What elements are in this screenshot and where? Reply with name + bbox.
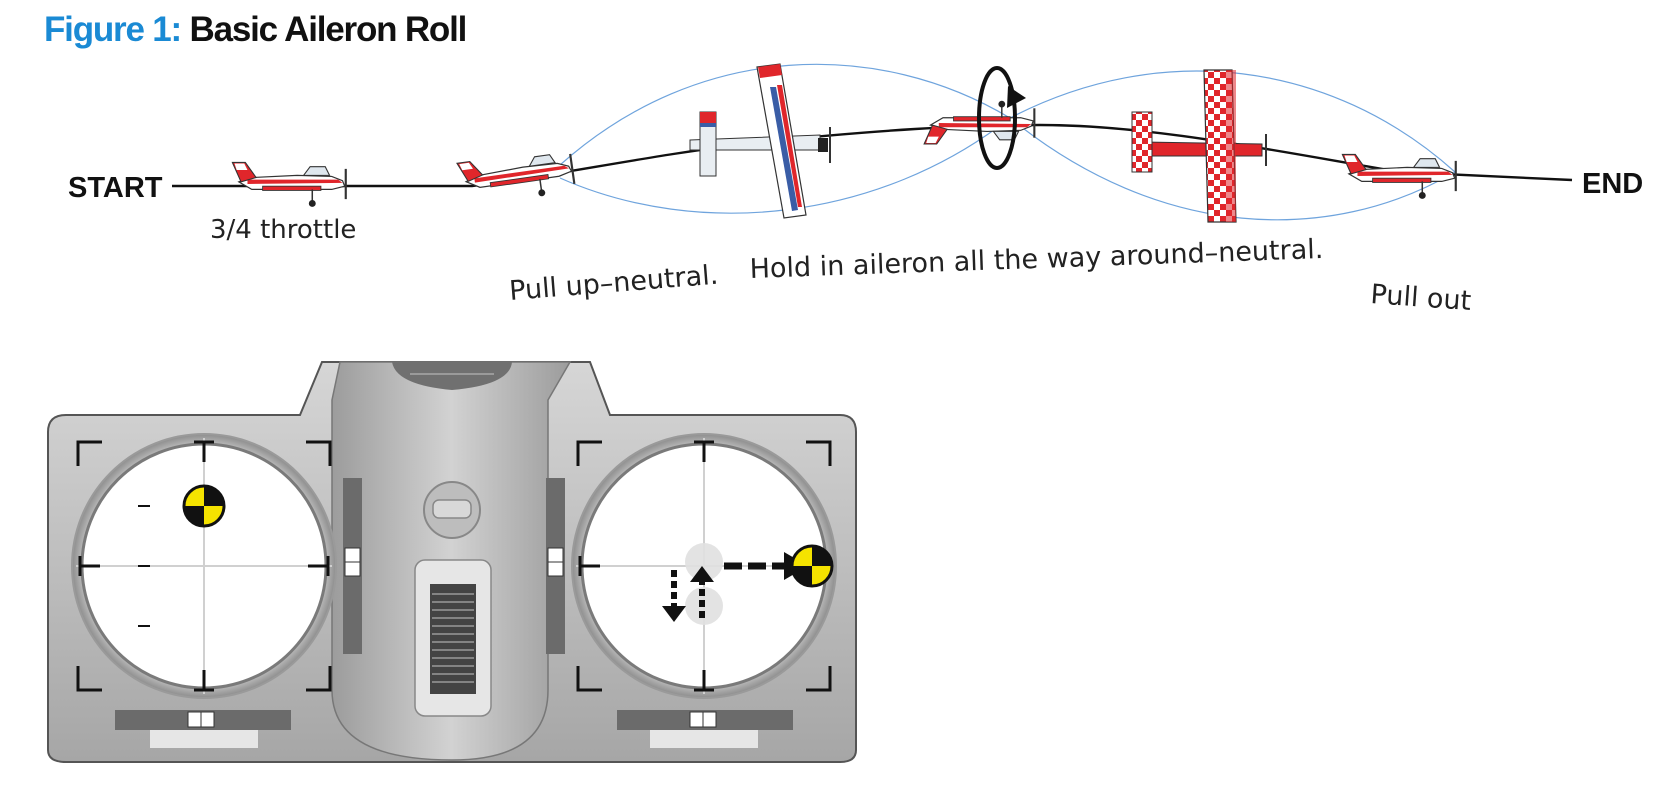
plane-pull-up — [455, 146, 577, 209]
transmitter — [47, 361, 857, 763]
left-gimbal — [71, 433, 337, 699]
left-stick[interactable] — [182, 484, 226, 528]
figure-title: Figure 1: Basic Aileron Roll — [44, 10, 468, 50]
step-pull-up: Pull up–neutral. — [508, 260, 719, 307]
roll-rotation-arrow — [977, 66, 1026, 170]
right-gimbal — [571, 433, 837, 699]
figure-number: Figure 1: — [44, 10, 182, 49]
figure-name: Basic Aileron Roll — [189, 10, 468, 49]
plane-rolling-quarter — [689, 63, 831, 219]
flight-path-diagram: START END — [68, 63, 1643, 317]
roll-envelope-arcs — [559, 63, 1456, 221]
elevator-arrows — [662, 566, 714, 622]
throttle-note: 3/4 throttle — [210, 215, 356, 245]
plane-rolling-three-quarter — [1131, 69, 1267, 223]
plane-level-end — [1341, 153, 1457, 200]
step-pull-out: Pull out — [1370, 279, 1473, 317]
right-stick[interactable] — [790, 544, 834, 588]
end-label: END — [1582, 168, 1643, 200]
start-label: START — [68, 172, 163, 204]
plane-level-start — [231, 161, 347, 208]
step-hold-aileron: Hold in aileron all the way around–neutr… — [749, 234, 1324, 285]
